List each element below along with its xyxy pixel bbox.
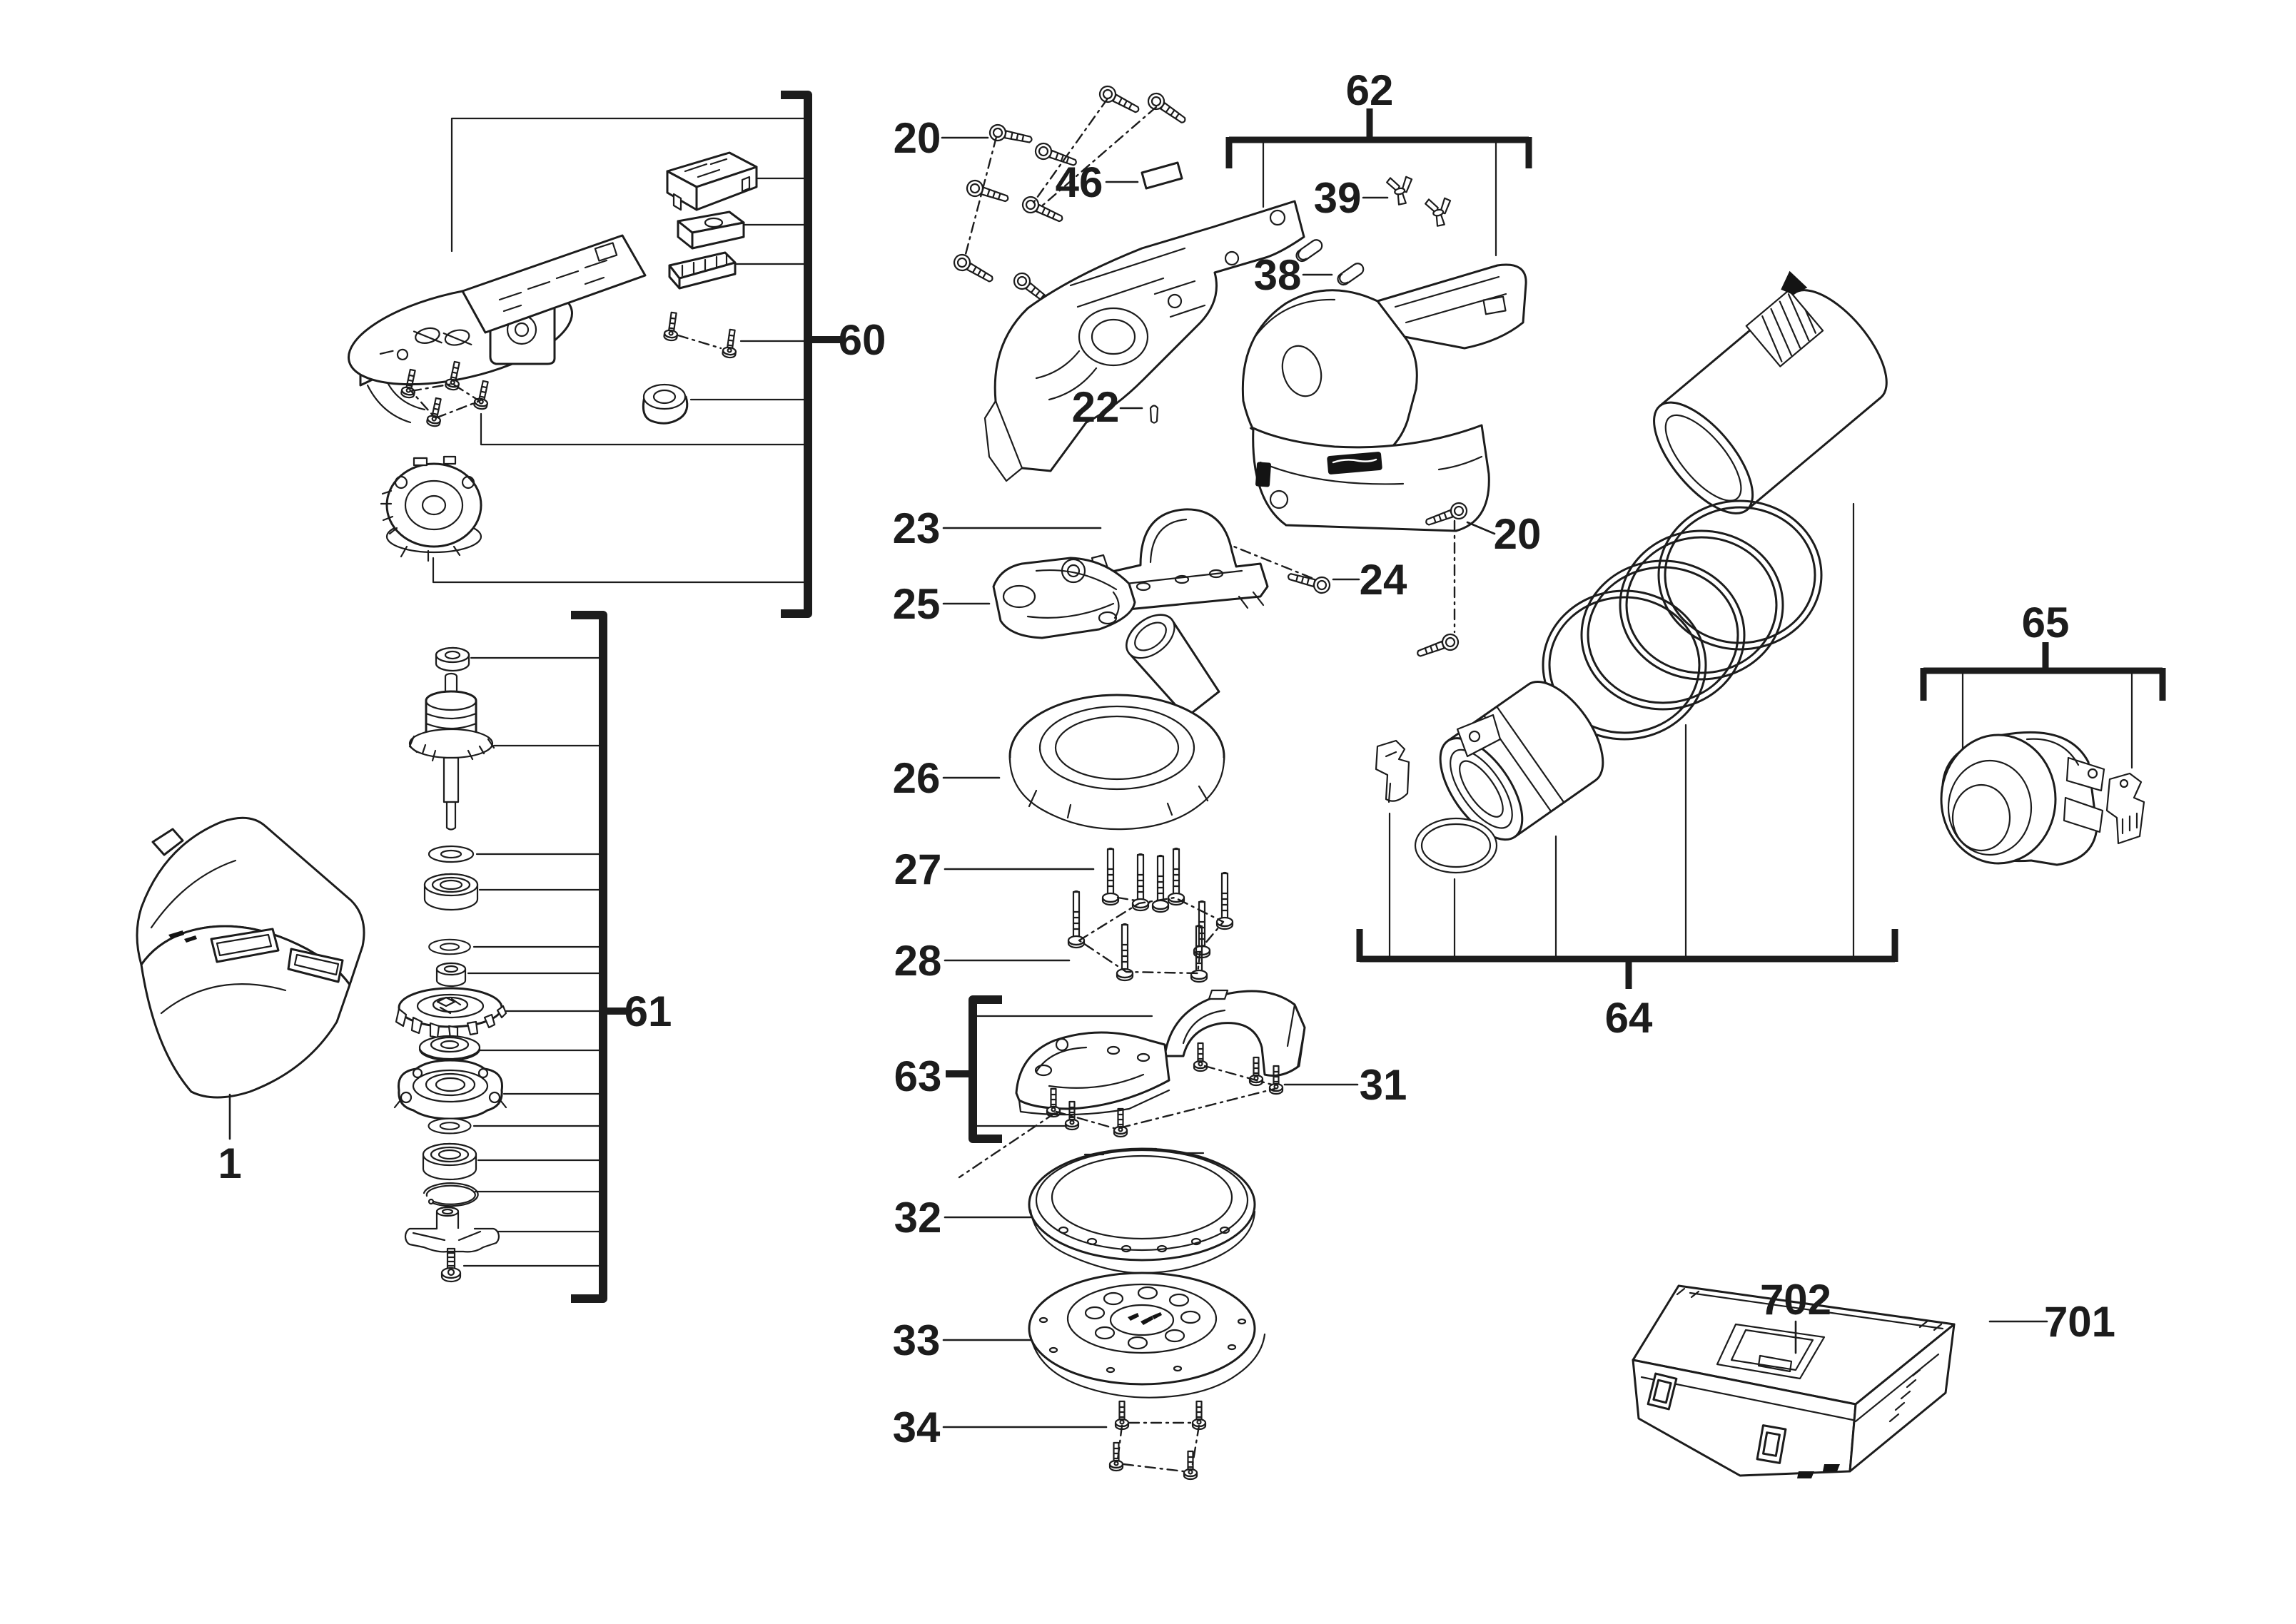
seal-ring-drawing bbox=[1028, 1147, 1256, 1274]
part-25-label: 25 bbox=[893, 580, 941, 628]
canister-label-hatch bbox=[1745, 270, 1824, 367]
part-24-label: 24 bbox=[1360, 556, 1407, 604]
backing-pad-drawing bbox=[1028, 1272, 1266, 1399]
part-701-label: 701 bbox=[2044, 1298, 2115, 1346]
part-1-label: 1 bbox=[218, 1140, 241, 1187]
small-pin-drawing bbox=[1149, 405, 1159, 424]
group-63-label: 63 bbox=[894, 1052, 942, 1100]
brake-pad-lower-drawing bbox=[1015, 1031, 1170, 1116]
group-61-label: 61 bbox=[624, 988, 672, 1035]
bearing-retainer-drawing bbox=[393, 1059, 507, 1120]
terminal-strip-drawing bbox=[668, 251, 737, 290]
part-28-label: 28 bbox=[894, 937, 942, 985]
part-1-guard: 1 bbox=[136, 816, 365, 1187]
filter-adapter-drawing bbox=[1439, 681, 1604, 841]
fan-drawing bbox=[395, 987, 507, 1040]
pad-screw-drawing bbox=[440, 1247, 462, 1283]
pad-stack-parts: 32 33 34 bbox=[893, 1147, 1266, 1481]
part-46-label: 46 bbox=[1056, 158, 1103, 206]
canister-drawing bbox=[1653, 270, 1888, 514]
armature-drawing bbox=[408, 672, 495, 831]
group-65-adapter: 65 bbox=[1920, 599, 2166, 866]
o-ring-drawing bbox=[1414, 817, 1498, 874]
top-bearing-drawing bbox=[435, 646, 470, 672]
pcb-assembly-drawing bbox=[348, 234, 647, 424]
stator-drawing bbox=[380, 455, 482, 562]
part-20-side-label: 20 bbox=[1494, 510, 1542, 558]
middle-column-parts: 23 25 26 bbox=[893, 504, 1269, 985]
group-60-label: 60 bbox=[839, 316, 886, 364]
group-60-electronics: 60 bbox=[348, 91, 886, 618]
spindle-hub-drawing bbox=[404, 1206, 500, 1253]
dust-skirt-drawing bbox=[1008, 614, 1225, 831]
part-22-label: 22 bbox=[1072, 383, 1120, 431]
group-61-motor-column: 61 bbox=[393, 611, 672, 1303]
part-31-label: 31 bbox=[1360, 1061, 1407, 1109]
bearing-block-drawing bbox=[992, 557, 1136, 639]
canister-clip-drawing bbox=[1375, 739, 1410, 803]
case-body-drawing bbox=[1632, 1284, 1956, 1478]
part-39-label: 39 bbox=[1314, 174, 1362, 222]
brake-band-upper-drawing bbox=[1163, 989, 1306, 1077]
clip-65-drawing bbox=[2105, 772, 2145, 845]
grommet-drawing bbox=[642, 383, 689, 425]
label-plate-drawing bbox=[1141, 161, 1183, 190]
group-63-bracket bbox=[969, 995, 1002, 1143]
part-34-label: 34 bbox=[893, 1404, 941, 1451]
carrying-case: 702 701 bbox=[1632, 1276, 2115, 1478]
group-63-brake: 63 31 bbox=[894, 989, 1407, 1179]
battery-contact-block-drawing bbox=[666, 151, 758, 211]
group-64-label: 64 bbox=[1605, 994, 1653, 1042]
group-65-label: 65 bbox=[2022, 599, 2070, 646]
part-38-label: 38 bbox=[1254, 251, 1302, 299]
part-20-top-label: 20 bbox=[894, 114, 941, 162]
group-60-bracket bbox=[781, 91, 812, 618]
part-33-label: 33 bbox=[893, 1316, 941, 1364]
group-62-label: 62 bbox=[1346, 66, 1394, 114]
adapter-65-drawing bbox=[1940, 731, 2105, 866]
snap-ring-drawing bbox=[423, 1182, 479, 1207]
part-26-label: 26 bbox=[893, 754, 941, 802]
group-62-housing: 62 20 46 3 bbox=[894, 66, 1542, 663]
group-61-bracket bbox=[571, 611, 607, 1303]
gear-housing-drawing bbox=[983, 200, 1305, 482]
filter-spring-drawing bbox=[1542, 499, 1823, 741]
part-32-label: 32 bbox=[894, 1194, 942, 1242]
group-64-dust-canister: 64 bbox=[1356, 270, 1898, 1042]
sander-body-drawing bbox=[1241, 263, 1527, 532]
part-702-label: 702 bbox=[1760, 1276, 1831, 1324]
spacer-drawing bbox=[435, 962, 467, 988]
dished-washer-drawing bbox=[418, 1035, 481, 1062]
part-23-label: 23 bbox=[893, 504, 941, 552]
switch-block-drawing bbox=[677, 210, 745, 250]
part-27-label: 27 bbox=[894, 846, 942, 893]
